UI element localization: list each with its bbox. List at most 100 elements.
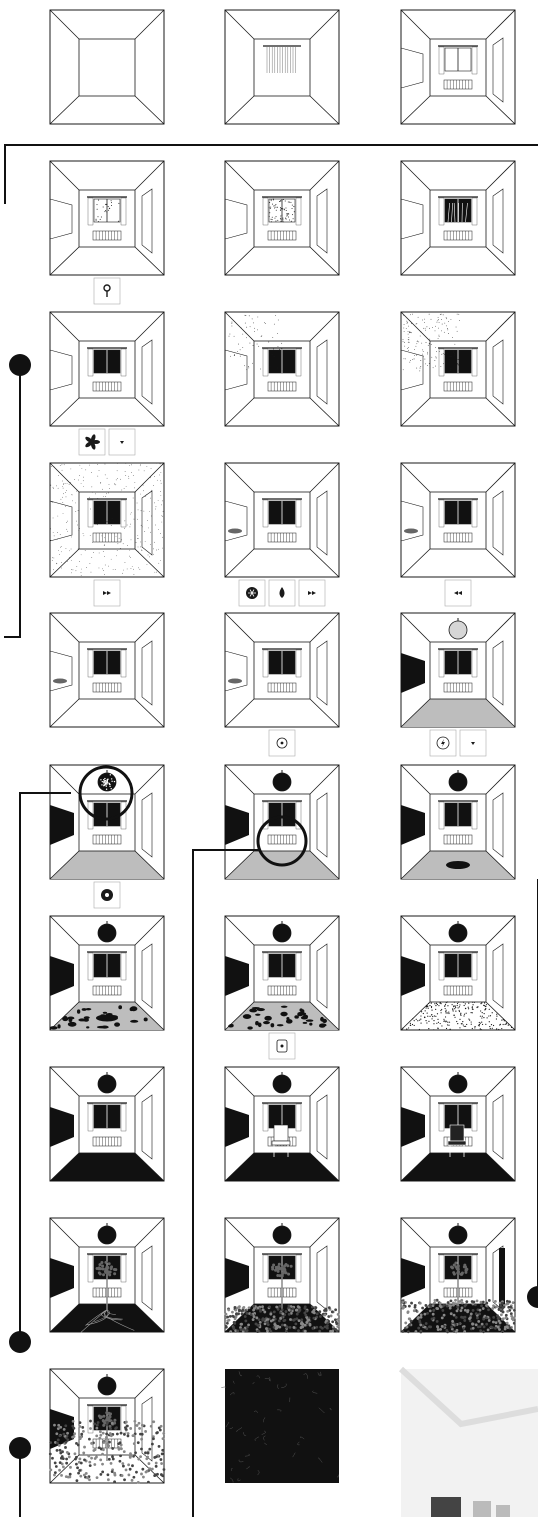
dust-speck <box>435 347 436 348</box>
floor-hole <box>264 1016 271 1021</box>
dust-speck <box>105 464 106 465</box>
bolt-icon[interactable] <box>430 730 456 756</box>
device-icon[interactable] <box>269 1033 295 1059</box>
shrub-leaf <box>284 1324 287 1327</box>
dust-speck <box>60 534 61 535</box>
dust-speck <box>451 356 452 357</box>
dust-speck <box>67 561 68 562</box>
dust-speck <box>154 503 155 504</box>
window-speck <box>273 199 274 200</box>
dust-speck <box>111 559 112 560</box>
shrub-leaf <box>429 1305 432 1308</box>
forward-icon[interactable] <box>299 580 325 606</box>
dust-speck <box>69 550 70 551</box>
shrub-leaf <box>56 1442 59 1445</box>
floor-hole <box>118 1005 122 1009</box>
dust-speck <box>155 525 156 526</box>
shrub-leaf <box>133 1442 136 1445</box>
target-icon[interactable] <box>269 730 295 756</box>
floor-dot <box>420 1022 421 1023</box>
dust-speck <box>453 352 454 353</box>
shrub-leaf <box>283 1319 286 1322</box>
floor-dot <box>492 1028 493 1029</box>
key-icon[interactable] <box>94 278 120 304</box>
dust-speck <box>81 569 82 570</box>
floor-dot <box>479 1025 480 1026</box>
floor-dot <box>447 1005 448 1006</box>
shrub-leaf <box>277 1308 280 1311</box>
dust-speck <box>89 497 90 498</box>
floor-dot <box>437 1019 438 1020</box>
connector-node <box>9 1437 31 1459</box>
dust-speck <box>407 348 408 349</box>
shrub-leaf <box>152 1437 155 1440</box>
dust-speck <box>406 328 407 329</box>
floor-dot <box>445 1010 446 1011</box>
dust-speck <box>60 465 61 466</box>
shrub-leaf <box>225 1325 228 1328</box>
shrub-leaf <box>155 1462 158 1465</box>
lamp-texture <box>110 788 111 789</box>
tree-leaf <box>113 1419 116 1422</box>
shrub-leaf <box>120 1447 123 1450</box>
curtain-left <box>88 349 93 376</box>
drop-icon[interactable] <box>269 580 295 606</box>
shrub-leaf <box>495 1305 498 1308</box>
shrub-leaf <box>136 1424 139 1427</box>
shrub-leaf <box>252 1305 255 1308</box>
dust-speck <box>105 565 106 566</box>
shrub-leaf <box>99 1458 102 1461</box>
lamp-texture <box>107 779 108 780</box>
radiator <box>444 382 472 391</box>
dust-speck <box>422 354 423 355</box>
shrub-leaf <box>247 1323 250 1326</box>
room-frame-r9-c3 <box>400 1218 516 1333</box>
floor-dot <box>448 1011 449 1012</box>
dust-speck <box>137 503 138 504</box>
dust-speck <box>408 339 409 340</box>
snowflake-icon[interactable] <box>239 580 265 606</box>
dust-speck <box>416 355 417 356</box>
shrub-leaf <box>137 1481 140 1484</box>
shrub-leaf <box>107 1473 110 1476</box>
tree-leaf <box>108 1415 111 1418</box>
dust-speck <box>441 319 442 320</box>
floor-dot <box>485 1024 486 1025</box>
window-speck <box>97 216 98 217</box>
floor-dot <box>426 1007 427 1008</box>
dust-speck <box>141 510 142 511</box>
disc-icon[interactable] <box>94 882 120 908</box>
floor-dot <box>440 1012 441 1013</box>
forward-icon[interactable] <box>94 580 120 606</box>
floor-dot <box>469 1020 470 1021</box>
dust-speck <box>66 490 67 491</box>
shrub-leaf <box>336 1318 339 1321</box>
dust-speck <box>232 322 233 323</box>
rewind-icon[interactable] <box>445 580 471 606</box>
dust-speck <box>250 343 251 344</box>
dust-speck <box>425 330 426 331</box>
dust-speck <box>96 524 97 525</box>
dust-speck <box>117 550 118 551</box>
dust-speck <box>237 351 238 352</box>
window-speck <box>270 208 271 209</box>
room-frame-r9-c1 <box>50 1218 164 1332</box>
dust-speck <box>50 528 51 529</box>
dropdown-icon[interactable] <box>109 429 135 455</box>
dropdown-icon[interactable] <box>460 730 486 756</box>
window-speck <box>269 216 270 217</box>
dust-speck <box>90 563 91 564</box>
shrub-leaf <box>128 1473 131 1476</box>
dust-speck <box>104 545 105 546</box>
fan-icon[interactable] <box>79 429 105 455</box>
dust-speck <box>137 519 138 520</box>
floor-hole <box>114 1022 120 1026</box>
dust-speck <box>133 475 134 476</box>
dust-speck <box>105 496 106 497</box>
shrub-leaf <box>160 1458 163 1461</box>
dust-speck <box>104 574 105 575</box>
curtain-right <box>121 198 126 225</box>
dust-speck <box>232 326 233 327</box>
window-speck <box>282 209 283 210</box>
shrub-leaf <box>163 1468 166 1471</box>
